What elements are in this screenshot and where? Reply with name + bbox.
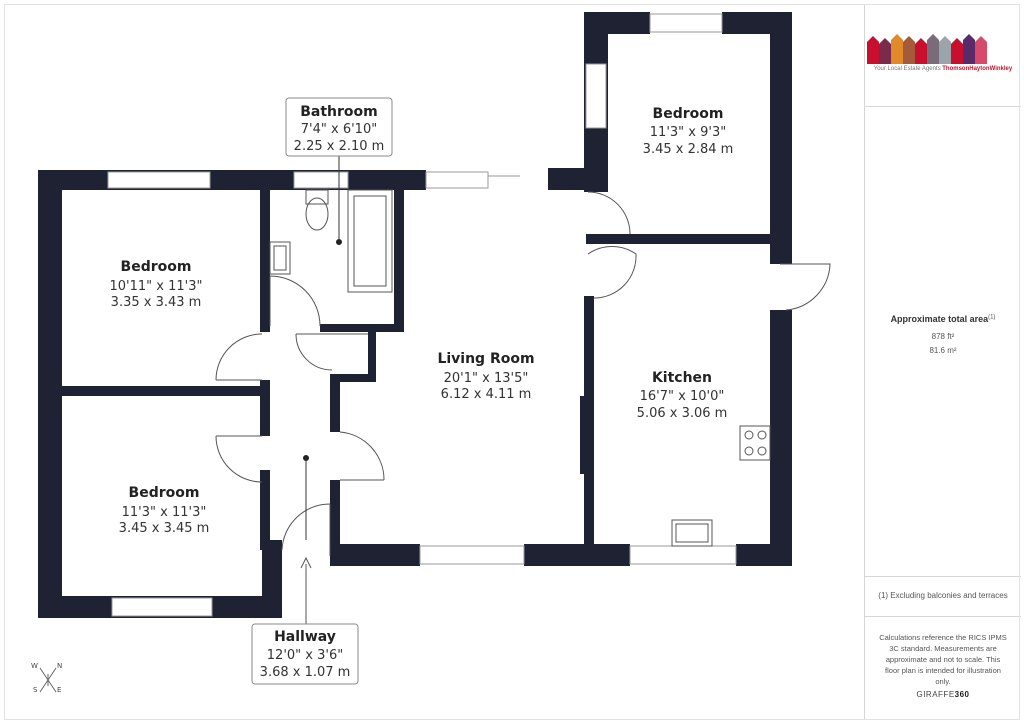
compass-n: N: [57, 662, 63, 670]
calc-note: Calculations reference the RICS IPMS 3C …: [879, 633, 1007, 686]
logo-tagline-text: Your Local Estate Agents: [873, 66, 941, 72]
compass-s: S: [33, 686, 38, 694]
entrance-arrow: [300, 556, 312, 632]
living-room-name: Living Room: [437, 351, 534, 367]
logo-panel: Your Local Estate Agents ThomsonHaytonWi…: [865, 4, 1021, 107]
living-room-imperial: 20'1" x 13'5": [444, 371, 529, 386]
kitchen-name: Kitchen: [652, 370, 712, 386]
floor-plan: Bathroom 7'4" x 6'10" 2.25 x 2.10 m Bedr…: [38, 12, 831, 685]
bathroom-metric: 2.25 x 2.10 m: [294, 139, 385, 154]
bedroom-top-right-name: Bedroom: [653, 106, 724, 122]
area-sqm: 81.6 m²: [929, 346, 957, 355]
kitchen-metric: 5.06 x 3.06 m: [637, 406, 728, 421]
living-room-metric: 6.12 x 4.11 m: [441, 387, 532, 402]
bathroom-name: Bathroom: [300, 104, 378, 120]
logo-tagline: Your Local Estate Agents ThomsonHaytonWi…: [865, 66, 1021, 72]
exclusion-note: (1) Excluding balconies and terraces: [878, 591, 1008, 600]
area-sqft: 878 ft²: [931, 332, 955, 341]
area-panel: Approximate total area(1) 878 ft² 81.6 m…: [865, 106, 1021, 577]
bedroom-left-upper-metric: 3.35 x 3.43 m: [111, 295, 202, 310]
compass-e: E: [57, 686, 62, 694]
bedroom-top-right-imperial: 11'3" x 9'3": [650, 125, 726, 140]
bedroom-left-lower-metric: 3.45 x 3.45 m: [119, 521, 210, 536]
windows: [107, 13, 737, 617]
area-footnote-mark: (1): [988, 314, 996, 321]
bathroom-imperial: 7'4" x 6'10": [301, 122, 377, 137]
bedroom-left-lower-name: Bedroom: [129, 485, 200, 501]
area-title: Approximate total area: [890, 314, 989, 324]
compass: W N S E: [26, 660, 70, 700]
hallway-name: Hallway: [274, 629, 336, 645]
brand-suffix: 360: [954, 690, 970, 699]
bedroom-left-lower-imperial: 11'3" x 11'3": [122, 505, 207, 520]
compass-w: W: [31, 662, 38, 670]
hallway-imperial: 12'0" x 3'6": [267, 648, 343, 663]
bedroom-left-upper-imperial: 10'11" x 11'3": [110, 279, 203, 294]
bathroom-fixtures: [269, 189, 393, 293]
giraffe360-brand: GIRAFFE360: [865, 690, 1021, 699]
kitchen-imperial: 16'7" x 10'0": [640, 389, 725, 404]
hallway-metric: 3.68 x 1.07 m: [260, 665, 351, 680]
info-sidebar: Your Local Estate Agents ThomsonHaytonWi…: [864, 4, 1021, 720]
brand-prefix: GIRAFFE: [916, 690, 955, 699]
room-labels: Bathroom 7'4" x 6'10" 2.25 x 2.10 m Bedr…: [110, 104, 734, 680]
exclusion-panel: (1) Excluding balconies and terraces: [865, 576, 1021, 617]
logo-brand-text: ThomsonHaytonWinkley: [942, 66, 1013, 72]
compass-rose-icon: [39, 667, 57, 693]
walls: [38, 12, 792, 618]
doors: [215, 191, 831, 556]
kitchen-fixtures: [671, 425, 771, 547]
calc-panel: Calculations reference the RICS IPMS 3C …: [865, 616, 1021, 720]
estate-agent-logo-icon: [867, 34, 987, 64]
bedroom-left-upper-name: Bedroom: [121, 259, 192, 275]
bedroom-top-right-metric: 3.45 x 2.84 m: [643, 142, 734, 157]
